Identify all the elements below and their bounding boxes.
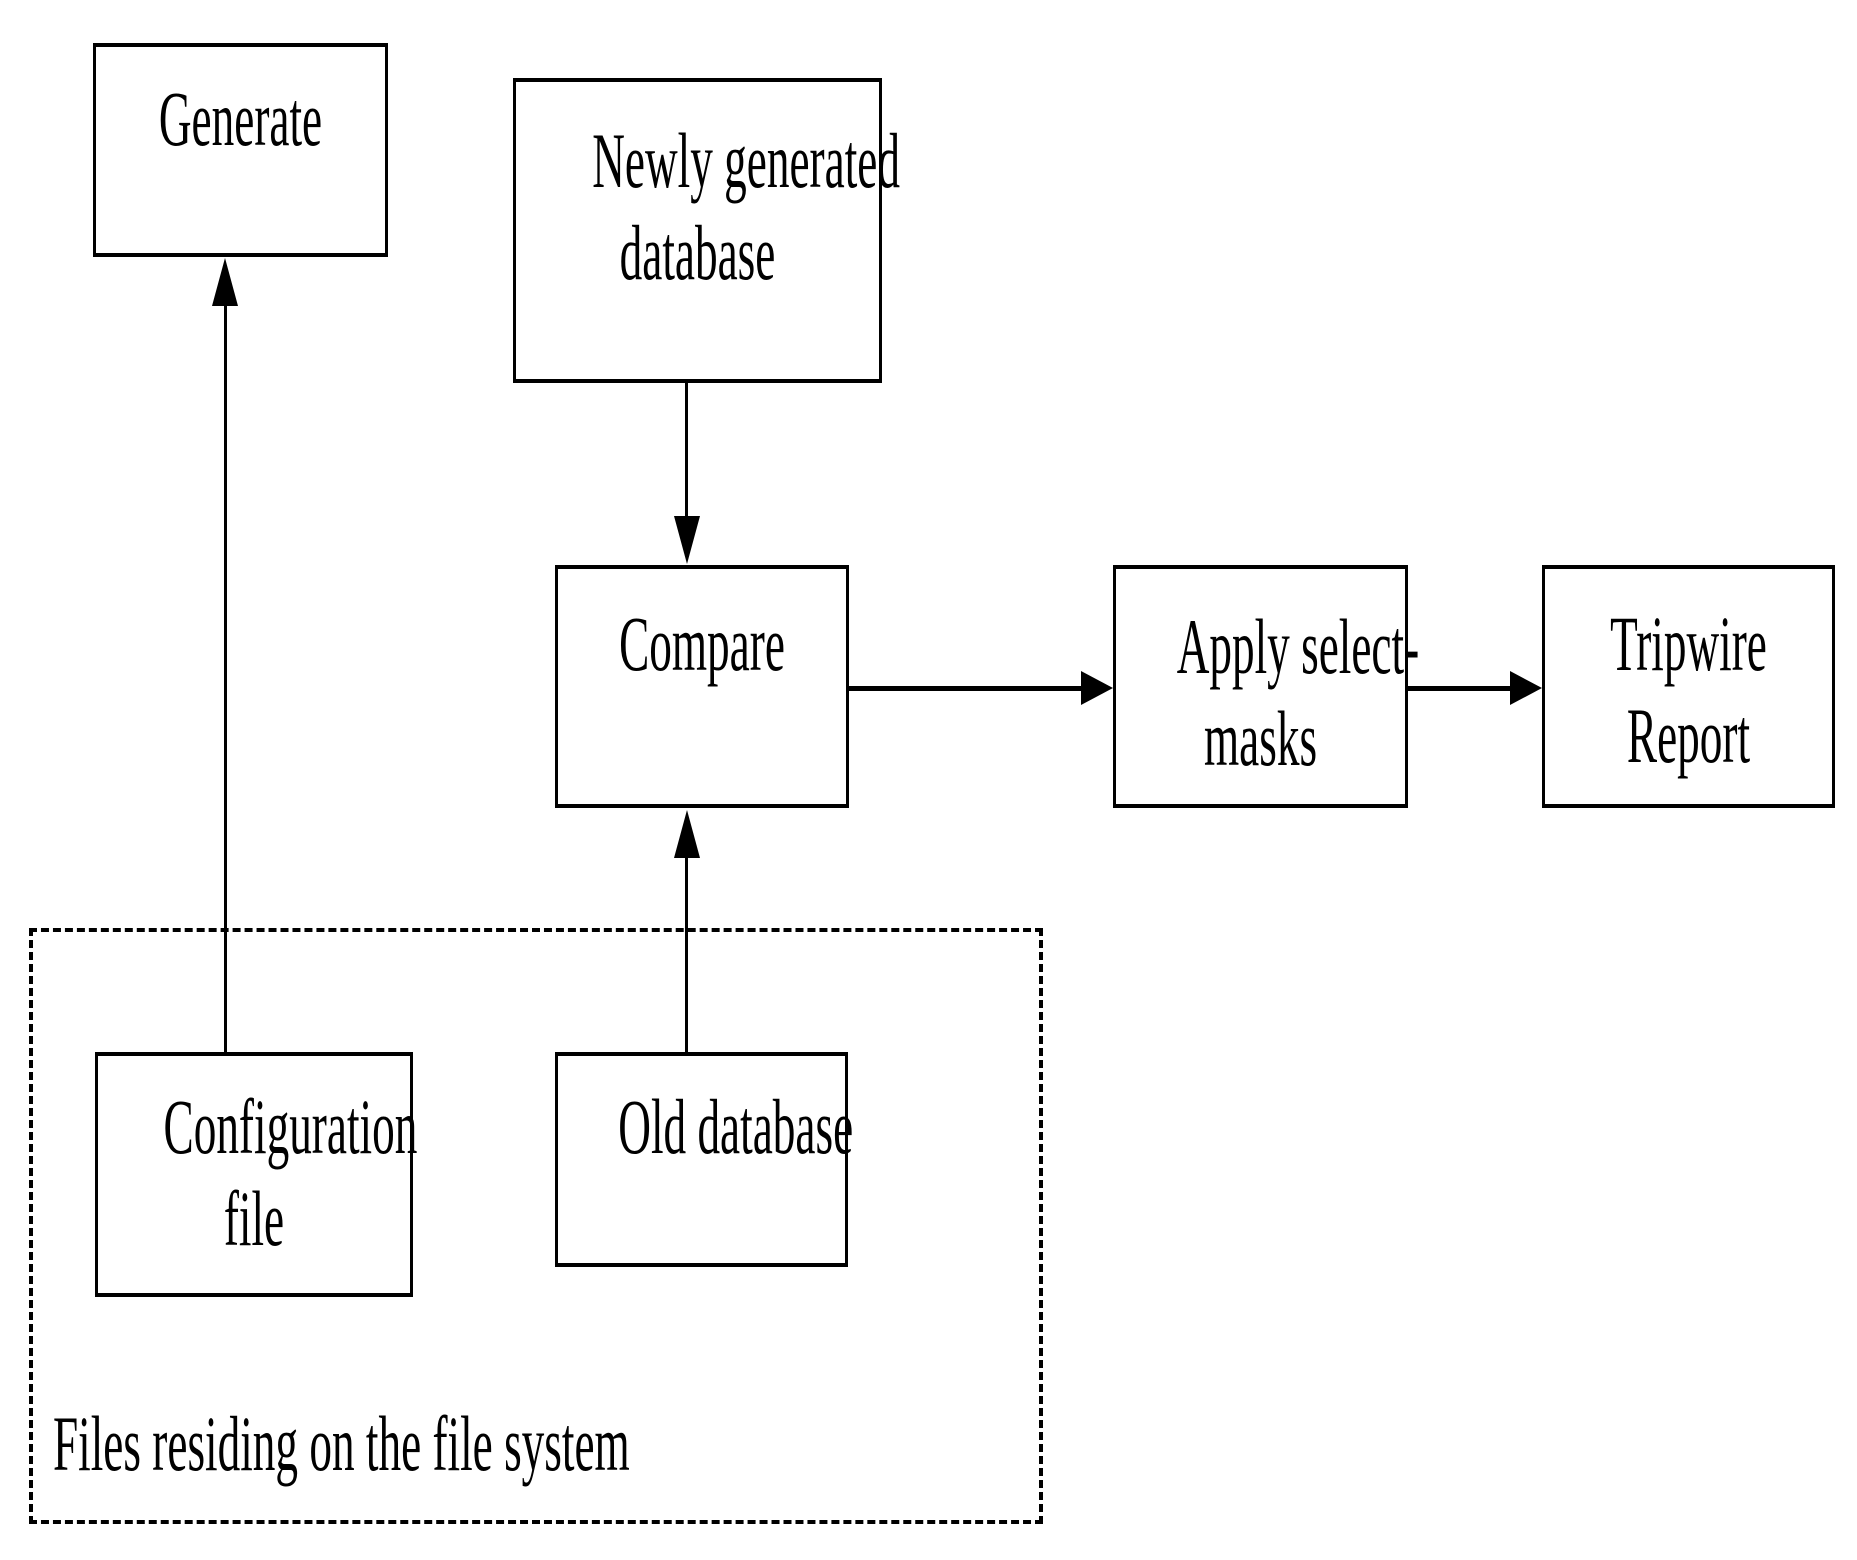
node-tripwire-report-label-line1: Tripwire (1610, 600, 1767, 687)
arrow-line (685, 383, 688, 518)
arrowhead-down-icon (674, 516, 700, 564)
node-old-database-label: Old database (618, 1083, 854, 1170)
node-configuration-file-label-line1: Configuration (163, 1083, 418, 1170)
node-generate: Generate (93, 43, 388, 257)
node-apply-select-masks: Apply select- masks (1113, 565, 1420, 808)
node-configuration-file: Configuration file (95, 1052, 418, 1297)
arrowhead-up-icon (674, 810, 700, 858)
node-generate-label: Generate (158, 75, 323, 162)
arrowhead-right-icon (1510, 671, 1542, 705)
arrow-line (849, 686, 1081, 691)
arrowhead-up-icon (212, 258, 238, 306)
node-configuration-file-label-line2: file (223, 1175, 285, 1262)
file-system-group-container (29, 928, 1043, 1524)
node-newly-generated-database-label-line1: Newly generated (592, 117, 900, 204)
node-newly-generated-database: Newly generated database (513, 78, 900, 383)
node-apply-select-masks-label-line2: masks (1203, 695, 1318, 782)
file-system-group-caption: Files residing on the file system (53, 1400, 630, 1487)
node-compare: Compare (555, 565, 849, 808)
node-newly-generated-database-label-line2: database (619, 209, 776, 296)
arrow-line (685, 855, 688, 1052)
node-tripwire-report: Tripwire Report (1542, 565, 1835, 808)
node-tripwire-report-label-line2: Report (1626, 692, 1751, 779)
arrow-line (1408, 686, 1510, 691)
node-apply-select-masks-label-line1: Apply select- (1176, 603, 1420, 690)
node-old-database: Old database (555, 1052, 854, 1267)
node-compare-label: Compare (619, 600, 785, 687)
arrow-line (224, 303, 227, 1052)
arrowhead-right-icon (1081, 671, 1113, 705)
